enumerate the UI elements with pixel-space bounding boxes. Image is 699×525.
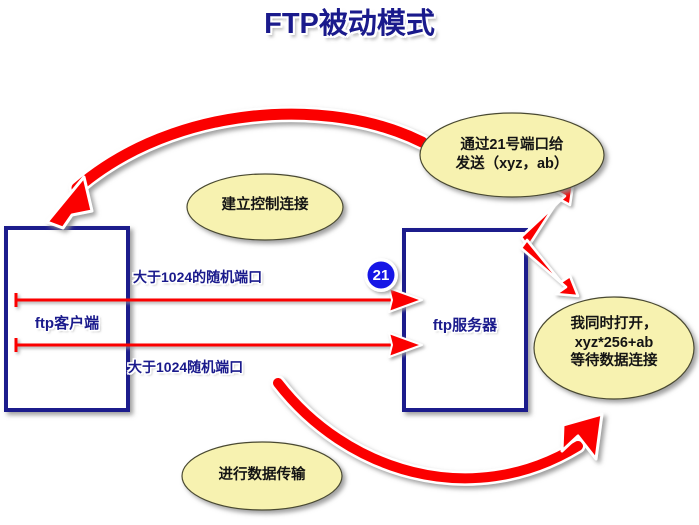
connector-data xyxy=(14,332,423,358)
callout-establish-control[interactable] xyxy=(186,173,344,241)
callout-establish-control-text: 建立控制连接 xyxy=(221,197,309,213)
callout-server-listen[interactable] xyxy=(533,296,695,400)
client-box[interactable] xyxy=(4,226,130,412)
connector-control xyxy=(14,287,423,313)
port-badge-21[interactable] xyxy=(364,258,398,292)
connector-data-label: 大于1024随机端口 xyxy=(128,359,244,375)
server-box[interactable] xyxy=(402,228,528,412)
curved-arrow-server-to-client xyxy=(45,106,430,230)
page-title: FTP被动模式 xyxy=(264,8,435,40)
callout-data-transfer-text: 进行数据传输 xyxy=(218,467,306,483)
arrow-server-to-listen xyxy=(519,238,580,298)
client-box-label: ftp客户端 xyxy=(34,315,100,332)
callout-send-ports[interactable] xyxy=(419,112,605,198)
arrow-server-to-send-ports xyxy=(519,182,575,249)
connector-control-label: 大于1024的随机端口 xyxy=(133,269,263,285)
callout-server-listen-text: 我同时打开， xyz*256+ab 等待数据连接 xyxy=(570,316,658,370)
curved-arrow-client-to-server-data xyxy=(270,375,604,486)
server-box-label: ftp服务器 xyxy=(432,317,498,334)
callout-data-transfer[interactable] xyxy=(181,441,343,511)
callout-send-ports-text: 通过21号端口给 发送（xyz，ab） xyxy=(455,137,569,172)
port-badge-label: 21 xyxy=(372,267,390,284)
